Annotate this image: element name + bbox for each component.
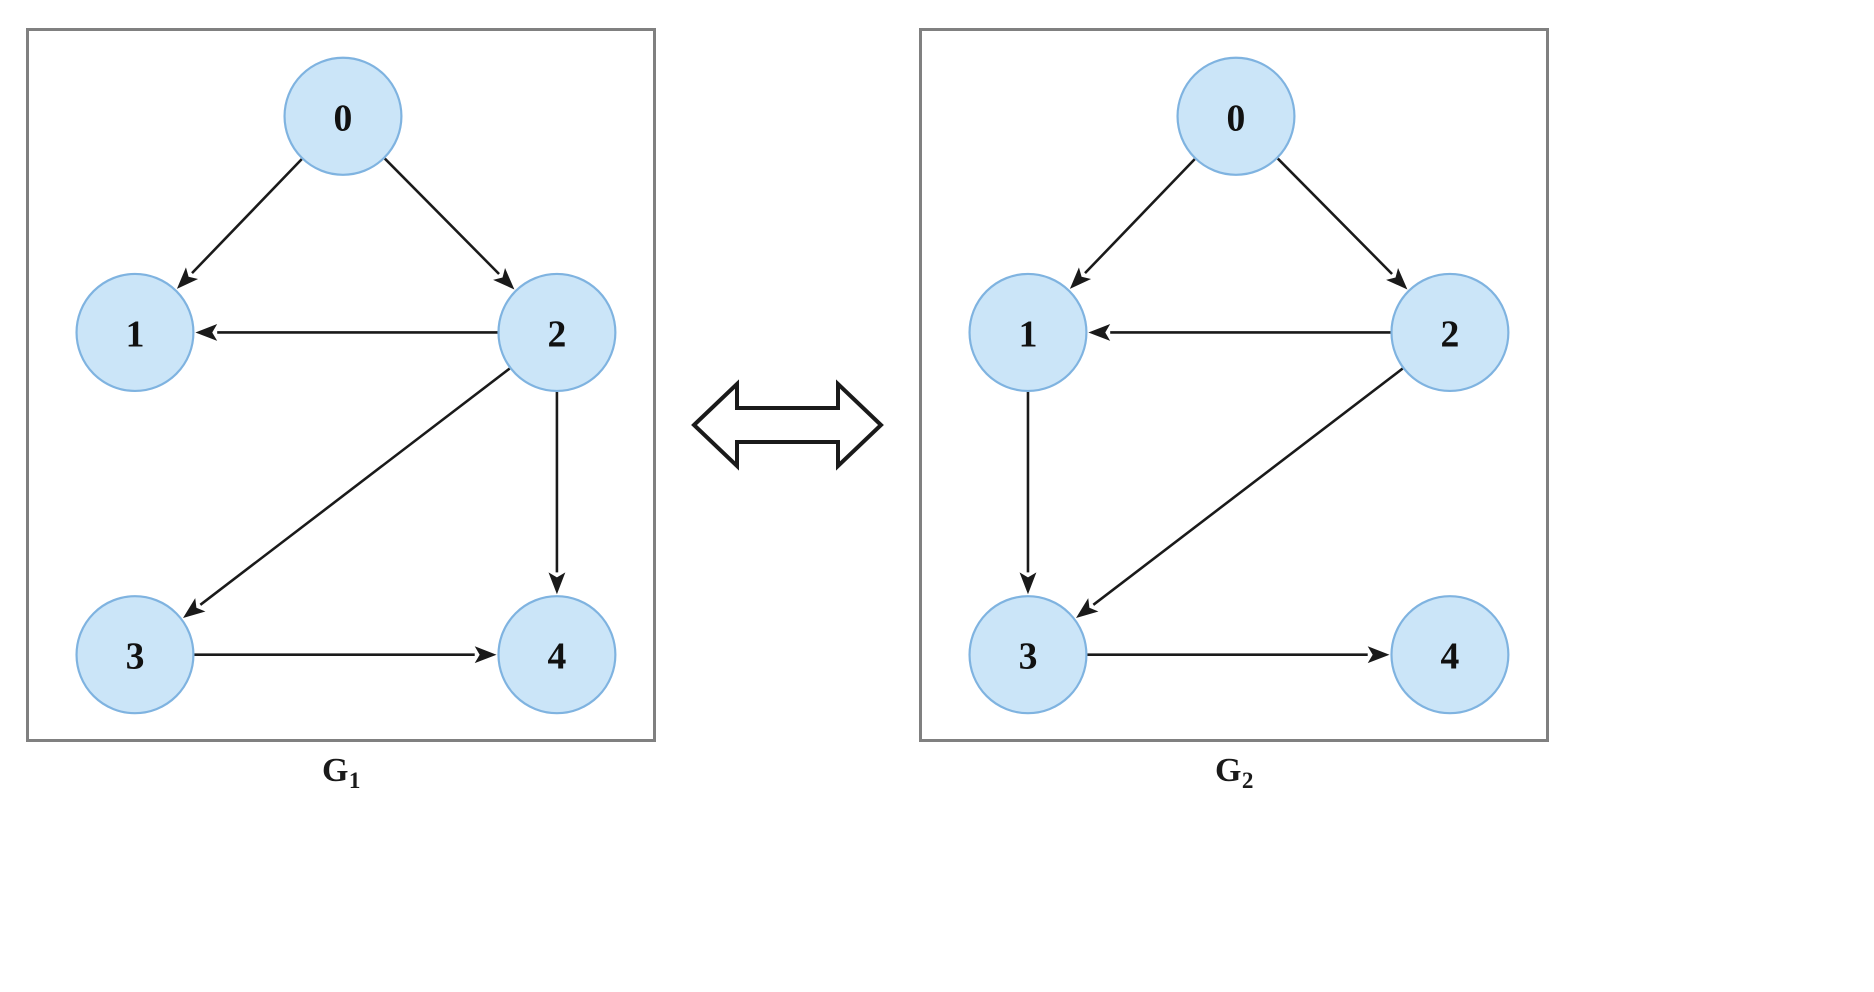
edge-2-to-1	[195, 324, 498, 341]
caption-g2-base: G	[1214, 752, 1242, 789]
edge-2-to-1	[1088, 324, 1391, 341]
graph-panel-g2: 0 1 2 3 4	[919, 28, 1549, 742]
graph-node-4[interactable]: 4	[1390, 595, 1510, 715]
edge-3-to-4	[1087, 646, 1390, 664]
graph-node-label-4: 4	[1441, 636, 1460, 678]
graph-node-1[interactable]: 1	[75, 272, 195, 393]
graph-node-label-1: 1	[1019, 313, 1038, 355]
graph-node-1[interactable]: 1	[968, 272, 1088, 393]
graph-node-2[interactable]: 2	[497, 272, 617, 393]
graph-node-3[interactable]: 3	[968, 595, 1088, 715]
graph-node-label-0: 0	[1227, 97, 1246, 139]
graph-node-label-0: 0	[334, 97, 353, 139]
double-headed-arrow-icon	[690, 370, 885, 480]
caption-g1-subscript: 1	[348, 767, 361, 794]
graph-node-label-1: 1	[126, 313, 145, 355]
edge-0-to-1	[1069, 158, 1196, 289]
caption-g1-base: G	[321, 752, 349, 789]
graph-node-label-3: 3	[1019, 636, 1038, 678]
graph-node-3[interactable]: 3	[75, 595, 195, 715]
edge-2-to-3	[183, 367, 511, 619]
graph-node-label-4: 4	[548, 636, 567, 678]
graph-node-label-2: 2	[548, 313, 567, 355]
caption-g2: G2	[919, 752, 1549, 794]
graph-drawing-g1: 0 1 2 3 4	[75, 56, 617, 715]
graph-node-label-2: 2	[1441, 313, 1460, 355]
edge-2-to-3	[1076, 367, 1404, 619]
edge-3-to-4	[194, 646, 497, 664]
edge-0-to-2	[1276, 157, 1408, 290]
graph-panel-g1: 0 1 2 3 4	[26, 28, 656, 742]
caption-g2-subscript: 2	[1241, 767, 1254, 794]
edge-0-to-2	[383, 157, 515, 290]
graph-node-2[interactable]: 2	[1390, 272, 1510, 393]
edge-1-to-3	[1019, 391, 1037, 595]
graph-node-label-3: 3	[126, 636, 145, 678]
graph-drawing-g2: 0 1 2 3 4	[968, 56, 1510, 715]
graph-node-0[interactable]: 0	[1176, 56, 1296, 176]
caption-g1: G1	[26, 752, 656, 794]
graph-node-0[interactable]: 0	[283, 56, 403, 176]
graph-node-4[interactable]: 4	[497, 595, 617, 715]
edge-2-to-4	[548, 391, 566, 595]
edge-0-to-1	[176, 158, 303, 289]
